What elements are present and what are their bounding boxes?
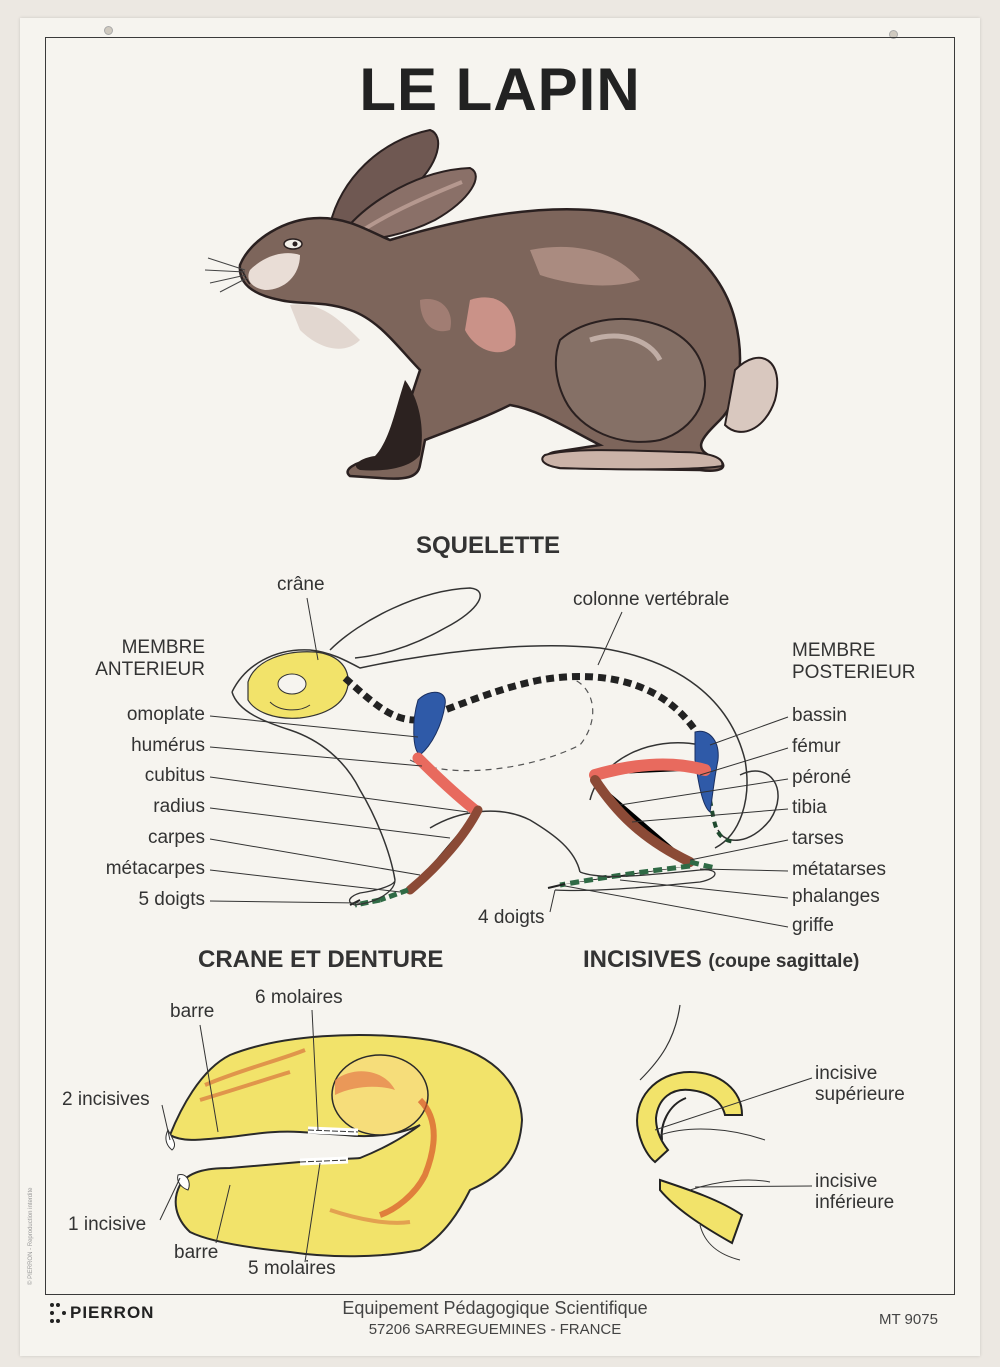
label-metatarses: métatarses bbox=[792, 859, 886, 880]
label-barre-bottom: barre bbox=[174, 1242, 219, 1263]
label-membre-anterieur-2: ANTERIEUR bbox=[95, 659, 205, 680]
label-barre-top: barre bbox=[170, 1001, 215, 1022]
pierron-logo-icon bbox=[50, 1303, 66, 1323]
label-radius: radius bbox=[153, 796, 205, 817]
brand-logo: PIERRON bbox=[70, 1303, 155, 1322]
footer-line-1: Equipement Pédagogique Scientifique bbox=[342, 1298, 648, 1318]
section-title-incisives: INCISIVES (coupe sagittale) bbox=[583, 946, 859, 974]
page-title: LE LAPIN bbox=[359, 56, 641, 123]
incisor-diagram bbox=[636, 1004, 771, 1261]
pin-hole bbox=[104, 26, 113, 35]
label-metacarpes: métacarpes bbox=[105, 858, 205, 879]
label-membre-posterieur-2: POSTERIEUR bbox=[792, 662, 916, 683]
pin-hole bbox=[889, 30, 898, 39]
reference-code: MT 9075 bbox=[879, 1311, 938, 1328]
label-colonne: colonne vertébrale bbox=[573, 589, 730, 610]
label-1-incisive: 1 incisive bbox=[68, 1214, 147, 1235]
rabbit-illustration bbox=[204, 128, 779, 480]
label-perone: péroné bbox=[792, 767, 852, 788]
label-incisive-sup-2: supérieure bbox=[815, 1084, 905, 1105]
section-title-squelette: SQUELETTE bbox=[416, 532, 561, 559]
label-carpes: carpes bbox=[147, 827, 205, 848]
label-membre-posterieur-1: MEMBRE bbox=[792, 640, 876, 661]
copyright-notice: © PIERRON - Reproduction interdite bbox=[28, 1187, 34, 1285]
skeleton-leader-lines bbox=[209, 597, 789, 928]
label-5-doigts: 5 doigts bbox=[138, 889, 205, 910]
label-bassin: bassin bbox=[792, 705, 847, 726]
skull-leader-lines bbox=[159, 1009, 321, 1263]
label-4-doigts: 4 doigts bbox=[478, 907, 545, 928]
label-2-incisives: 2 incisives bbox=[62, 1089, 150, 1110]
poster-frame bbox=[45, 37, 955, 1295]
label-griffe: griffe bbox=[792, 915, 834, 936]
footer-line-2: 57206 SARREGUEMINES - FRANCE bbox=[368, 1321, 622, 1338]
label-omoplate: omoplate bbox=[126, 704, 205, 725]
label-incisive-inf-1: incisive bbox=[815, 1171, 878, 1192]
label-femur: fémur bbox=[792, 736, 841, 757]
label-6-molaires: 6 molaires bbox=[255, 987, 343, 1008]
label-incisive-sup-1: incisive bbox=[815, 1063, 878, 1084]
section-title-crane: CRANE ET DENTURE bbox=[198, 946, 444, 973]
label-humerus: humérus bbox=[131, 735, 205, 756]
label-membre-anterieur-1: MEMBRE bbox=[121, 637, 205, 658]
label-phalanges: phalanges bbox=[792, 886, 880, 907]
label-incisive-inf-2: inférieure bbox=[815, 1192, 895, 1213]
label-5-molaires: 5 molaires bbox=[248, 1258, 336, 1279]
label-cubitus: cubitus bbox=[144, 765, 205, 786]
incisor-leader-lines bbox=[654, 1077, 813, 1188]
label-tarses: tarses bbox=[792, 828, 844, 849]
label-crane: crâne bbox=[277, 574, 325, 595]
incisives-title: INCISIVES bbox=[583, 946, 702, 973]
skull-diagram bbox=[165, 1034, 524, 1258]
incisives-subtitle: (coupe sagittale) bbox=[708, 951, 860, 972]
label-tibia: tibia bbox=[792, 797, 827, 818]
